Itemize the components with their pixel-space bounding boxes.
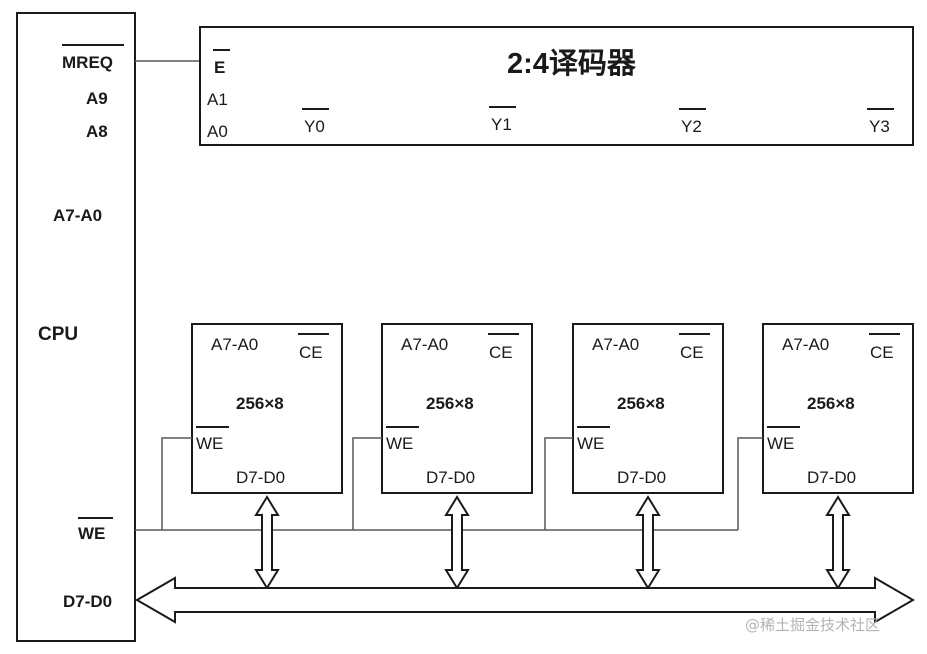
chip-4-data-arrow bbox=[825, 495, 851, 590]
chip-3-ce-label: CE bbox=[680, 343, 704, 362]
decoder-enable-label: E bbox=[214, 58, 225, 77]
chip-2-capacity: 256×8 bbox=[426, 394, 474, 413]
chip-4-we-label: WE bbox=[767, 434, 794, 453]
cpu-mreq-label: MREQ bbox=[62, 53, 113, 72]
memory-chip-2: A7-A0 CE 256×8 WE D7-D0 bbox=[352, 323, 533, 530]
chip-4-we-wire bbox=[737, 437, 763, 530]
chip-3-address-label: A7-A0 bbox=[592, 335, 639, 354]
decoder-output-y3: Y3 bbox=[869, 117, 890, 136]
chip-1-data-arrow bbox=[254, 495, 280, 590]
chip-4-ce-label: CE bbox=[870, 343, 894, 362]
chip-2-we-label: WE bbox=[386, 434, 413, 453]
cpu-data-label: D7-D0 bbox=[63, 592, 112, 611]
decoder-title: 2:4译码器 bbox=[507, 47, 637, 80]
chip-3-capacity: 256×8 bbox=[617, 394, 665, 413]
chip-2-address-label: A7-A0 bbox=[401, 335, 448, 354]
decoder-block bbox=[199, 26, 914, 146]
chip-1-we-label: WE bbox=[196, 434, 223, 453]
chip-4-box bbox=[762, 323, 914, 494]
decoder-input-a0: A0 bbox=[207, 122, 228, 141]
chip-1-we-wire bbox=[161, 437, 192, 530]
decoder-output-y0: Y0 bbox=[304, 117, 325, 136]
decoder-output-y2: Y2 bbox=[681, 117, 702, 136]
decoder-input-a1: A1 bbox=[207, 90, 228, 109]
chip-1-box bbox=[191, 323, 343, 494]
chip-2-ce-label: CE bbox=[489, 343, 513, 362]
memory-chip-1: A7-A0 CE 256×8 WE D7-D0 bbox=[161, 323, 343, 530]
chip-2-we-wire bbox=[352, 437, 382, 530]
chip-3-data-arrow bbox=[635, 495, 661, 590]
chip-2-box bbox=[381, 323, 533, 494]
chip-4-capacity: 256×8 bbox=[807, 394, 855, 413]
chip-3-we-wire bbox=[544, 437, 573, 530]
cpu-label: CPU bbox=[38, 324, 78, 345]
memory-chip-3: A7-A0 CE 256×8 WE D7-D0 bbox=[544, 323, 724, 530]
memory-chip-4: A7-A0 CE 256×8 WE D7-D0 bbox=[737, 323, 914, 530]
chip-3-we-label: WE bbox=[577, 434, 604, 453]
chip-1-ce-label: CE bbox=[299, 343, 323, 362]
chip-3-box bbox=[572, 323, 724, 494]
chip-4-data-label: D7-D0 bbox=[807, 468, 856, 487]
data-bus-arrow bbox=[135, 576, 915, 624]
chip-1-capacity: 256×8 bbox=[236, 394, 284, 413]
watermark: @稀土掘金技术社区 bbox=[745, 616, 880, 634]
chip-3-data-label: D7-D0 bbox=[617, 468, 666, 487]
cpu-we-label: WE bbox=[78, 524, 105, 543]
cpu-a9-label: A9 bbox=[86, 89, 108, 108]
cpu-address-label: A7-A0 bbox=[53, 206, 102, 225]
chip-1-address-label: A7-A0 bbox=[211, 335, 258, 354]
chip-2-data-label: D7-D0 bbox=[426, 468, 475, 487]
chip-1-data-label: D7-D0 bbox=[236, 468, 285, 487]
cpu-a8-label: A8 bbox=[86, 122, 108, 141]
chip-2-data-arrow bbox=[444, 495, 470, 590]
decoder-output-y1: Y1 bbox=[491, 115, 512, 134]
cpu-block bbox=[16, 12, 136, 642]
chip-4-address-label: A7-A0 bbox=[782, 335, 829, 354]
